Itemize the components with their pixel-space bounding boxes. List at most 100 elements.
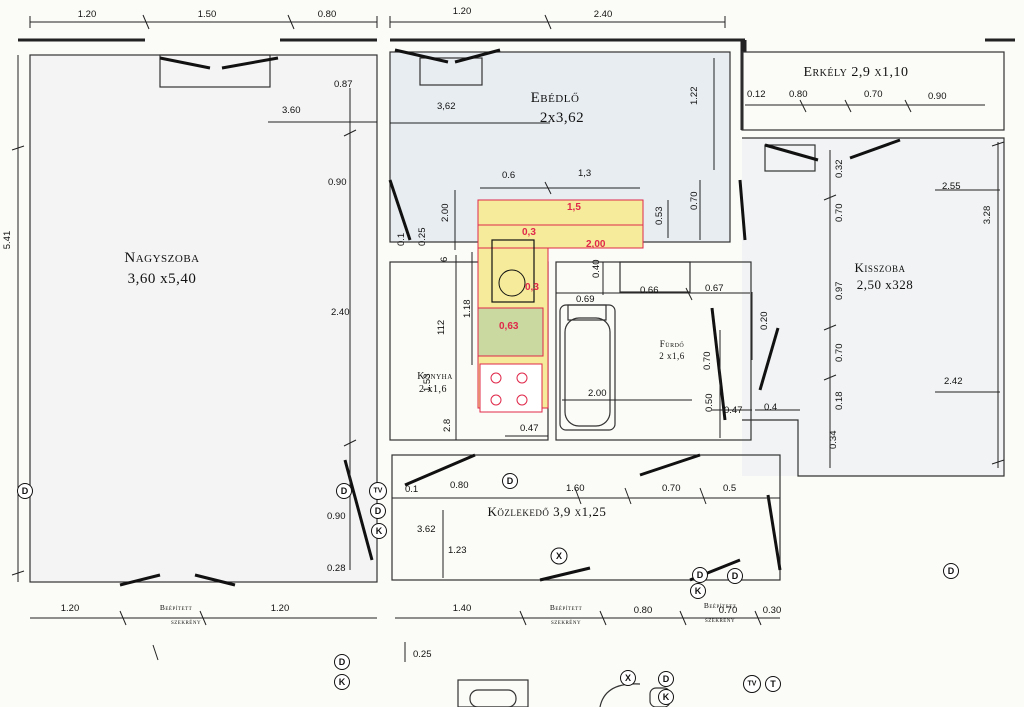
counter-label: 0,63 (499, 321, 519, 332)
dim-label: 0.97 (834, 282, 845, 301)
counter-label: 0,3 (522, 227, 536, 238)
svg-text:K: K (695, 586, 702, 596)
dim-label: 3.60 (282, 105, 301, 116)
svg-text:D: D (375, 506, 382, 516)
kozlekedo-name: Közlekedő 3,9 x1,25 (488, 504, 607, 519)
doors (119, 179, 782, 587)
dim-label: 0.69 (576, 294, 595, 305)
dim-label: 0.4 (764, 402, 777, 413)
left-dim: 5.41 (2, 231, 13, 250)
dim-label: 2.00 (588, 388, 607, 399)
svg-text:D: D (732, 571, 739, 581)
nagyszoba-window (159, 54, 279, 88)
kisszoba-window (764, 138, 901, 172)
right-dim: 3.28 (982, 206, 993, 225)
dim-label: 3,62 (437, 101, 456, 112)
sink (491, 239, 535, 303)
symbol-d: D (370, 503, 386, 519)
szekreny-label-2: szekrény (551, 617, 581, 626)
dim-label: 1,3 (578, 168, 591, 179)
dim-label: 0.47 (724, 405, 743, 416)
dim-label: 0.1 (405, 484, 418, 495)
bottom-dim-6: 0.30 (763, 605, 782, 616)
dim-label: 0.25 (417, 228, 428, 247)
ebedlo-window (394, 48, 501, 86)
counter-label: 0,3 (525, 282, 539, 293)
dim-label: 0.70 (834, 344, 845, 363)
symbol-k: K (334, 674, 350, 690)
symbol-d: D (658, 671, 674, 687)
dim-label: 0.90 (328, 177, 347, 188)
bottom-fixtures (457, 679, 671, 707)
svg-text:T: T (770, 679, 776, 689)
dim-label: 0.50 (704, 394, 715, 413)
dim-label: 0.80 (789, 89, 808, 100)
dim-label: 0.70 (689, 192, 700, 211)
kisszoba-size: 2,50 x328 (857, 277, 914, 292)
dim-label: 0.5 (723, 483, 736, 494)
dim-label: 0.90 (928, 91, 947, 102)
top-dim-1: 1.20 (78, 9, 97, 20)
szekreny-label-1: szekrény (171, 617, 201, 626)
nagyszoba-size: 3,60 x5,40 (128, 271, 197, 287)
dim-label: 1.60 (566, 483, 585, 494)
counter-label: 2,00 (586, 239, 606, 250)
dim-label: 0.20 (759, 312, 770, 331)
dim-label: 3.62 (417, 524, 436, 535)
dim-label: 0.53 (654, 207, 665, 226)
dim-label: 0.67 (705, 283, 724, 294)
dim-label: 0.1 (396, 233, 407, 246)
symbol-x: X (550, 547, 568, 565)
symbol-tv: TV (369, 482, 387, 500)
svg-text:X: X (625, 673, 631, 683)
dim-label: 0.66 (640, 285, 659, 296)
dim-label: 0.40 (591, 260, 602, 279)
furdo-name: Fürdő (660, 339, 685, 349)
dim-label: 112 (436, 320, 447, 335)
dimension-ticks (11, 14, 1005, 661)
beepitett-label-1: Beépített (160, 603, 192, 612)
sink-bowl (498, 269, 526, 297)
dim-label: 0.80 (450, 480, 469, 491)
symbol-k: K (658, 689, 674, 705)
dim-label: 0.70 (662, 483, 681, 494)
nagyszoba-name: Nagyszoba (124, 250, 199, 266)
svg-text:K: K (376, 526, 383, 536)
symbol-d: D (692, 567, 708, 583)
dim-label: 1.53 (422, 374, 433, 393)
bottom-dim-2: 1.20 (271, 603, 290, 614)
symbol-d: D (943, 563, 959, 579)
svg-text:K: K (339, 677, 346, 687)
dim-label: 2.42 (944, 376, 963, 387)
ebedlo-size: 2x3,62 (540, 110, 584, 126)
dim-label: 0.34 (828, 431, 839, 450)
dim-label: 0.70 (864, 89, 883, 100)
top-dim-2: 1.50 (198, 9, 217, 20)
kitchen-counter (477, 199, 644, 413)
dim-label: 0.32 (834, 160, 845, 179)
symbol-d: D (336, 483, 352, 499)
svg-text:D: D (948, 566, 955, 576)
svg-text:D: D (339, 657, 346, 667)
symbol-d: D (502, 473, 518, 489)
ebedlo-name: Ebédlő (531, 90, 580, 106)
counter-label: 1,5 (567, 202, 581, 213)
dim-label: 0.18 (834, 392, 845, 411)
bottom-dim-3: 1.40 (453, 603, 472, 614)
svg-text:D: D (22, 486, 29, 496)
kozlekedo-outline (391, 454, 781, 581)
furdo-niche (619, 261, 691, 293)
svg-text:D: D (341, 486, 348, 496)
svg-text:D: D (663, 674, 670, 684)
bottom-dim-4: 0.80 (634, 605, 653, 616)
inner-dimension-labels: 0.87 3.60 0.90 2.40 0.90 0.28 3,62 1.22 … (282, 79, 963, 660)
symbol-k: K (690, 583, 706, 599)
kisszoba-floor (742, 138, 1004, 476)
stove (479, 363, 543, 413)
symbol-d: D (727, 568, 743, 584)
erkely-outline (741, 51, 1005, 131)
beepitett-label-3: Beépített (704, 601, 736, 610)
furdo-size: 2 x1,6 (659, 351, 685, 361)
svg-text:TV: TV (748, 681, 757, 688)
